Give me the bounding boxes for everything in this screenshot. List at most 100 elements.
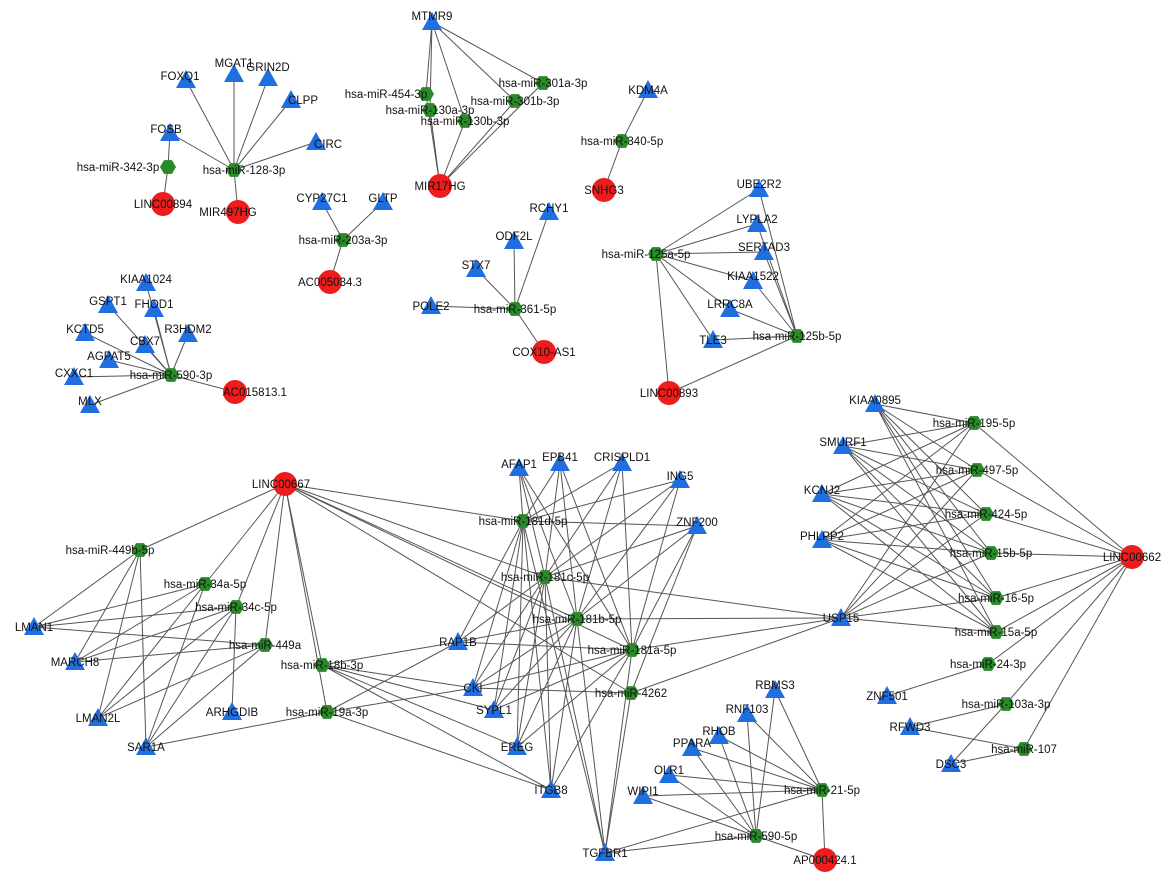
node-hsa-mir-181a-5p: [624, 643, 640, 657]
edge-mir181d-ing5: [522, 479, 681, 522]
node-label-hsa-mir-21-5p: hsa-miR-21-5p: [784, 785, 860, 797]
node-sertad3: [754, 242, 774, 260]
node-label-hsa-mir-301a-3p: hsa-miR-301a-3p: [499, 78, 588, 90]
edge-mir590-5p-rnf103: [746, 713, 757, 837]
node-hsa-mir-107: [1016, 742, 1032, 756]
edge-mir4262-usp15: [630, 617, 842, 694]
edge-phlpp2-mir16: [821, 539, 997, 599]
node-label-grin2d: GRIN2D: [246, 62, 289, 74]
node-kdm4a: [638, 80, 658, 98]
edge-linc00667-mir18b: [284, 483, 323, 666]
node-phlpp2: [812, 530, 832, 548]
edge-mir18b-rap1b: [321, 641, 459, 666]
edge-mir4262-cki: [472, 687, 632, 694]
edge-mir4262-znf200: [630, 525, 698, 694]
node-fhod1: [144, 299, 164, 317]
edge-phlpp2-mir15a: [821, 539, 997, 633]
node-rap1b: [448, 632, 468, 650]
edge-usp15-mir497: [840, 469, 978, 619]
edge-mir590-5p-tgfbr1: [604, 835, 757, 854]
node-znf200: [687, 516, 707, 534]
edge-mir19a-rap1b: [326, 641, 459, 713]
node-label-hsa-mir-181d-5p: hsa-miR-181d-5p: [479, 516, 568, 528]
node-foxq1: [176, 70, 196, 88]
edge-mir125b-ube2r2: [758, 188, 798, 337]
edge-mir590-5p-rhob: [718, 735, 757, 837]
edge-mir34c-lman1: [33, 606, 237, 628]
node-r3hdm2: [178, 324, 198, 342]
node-cki: [463, 678, 483, 696]
edge-mir21-ppara: [691, 747, 823, 791]
node-label-sar1a: SAR1A: [127, 742, 165, 754]
node-label-circ: CIRC: [314, 139, 342, 151]
edge-mir125a-lypla2: [655, 223, 758, 255]
edge-mir181c-epb41: [544, 462, 561, 578]
node-label-hsa-mir-454-3p: hsa-miR-454-3p: [345, 89, 427, 101]
node-label-ing5: ING5: [667, 471, 694, 483]
edge-mir125b-lrrc8a: [729, 308, 798, 337]
node-linc00662: [1120, 545, 1144, 569]
node-hsa-mir-19a-3p: [319, 705, 335, 719]
edge-smurf1-mir195: [842, 422, 975, 447]
node-tle3: [703, 330, 723, 348]
node-lman1: [24, 617, 44, 635]
node-label-cbx7: CBX7: [130, 336, 160, 348]
edge-smurf1-mir15a: [842, 445, 997, 633]
node-mtmr9: [422, 12, 442, 30]
node-rchy1: [539, 202, 559, 220]
edge-mir181b-afap1: [518, 467, 578, 620]
node-label-hsa-mir-130a-3p: hsa-miR-130a-3p: [386, 105, 475, 117]
edge-kiaa0895-mir195: [874, 403, 975, 424]
node-rbms3: [765, 680, 785, 698]
node-mir17hg: [428, 174, 452, 198]
node-label-hsa-mir-19a-3p: hsa-miR-19a-3p: [286, 707, 368, 719]
edge-mir181c-crispld1: [544, 462, 623, 578]
node-label-arhgdib: ARHGDIB: [206, 707, 259, 719]
node-hsa-mir-16-5p: [988, 591, 1004, 605]
node-label-lman2l: LMAN2L: [76, 713, 121, 725]
edge-mir125a-lrrc8a: [655, 253, 731, 310]
edge-kcnj2-mir15b: [821, 493, 992, 554]
label-layer: FOXQ1MGAT1GRIN2DCLPPCIRCFOSBhsa-miR-342-…: [15, 11, 1161, 867]
node-pole2: [421, 296, 441, 314]
node-label-snhg3: SNHG3: [584, 185, 624, 197]
edge-mir181d-crispld1: [522, 462, 623, 522]
edge-mir181d-rap1b: [457, 520, 524, 643]
edge-mir449b-lman1: [33, 549, 141, 628]
edge-linc00662-mir424: [985, 513, 1133, 558]
node-label-hsa-mir-34c-5p: hsa-miR-34c-5p: [195, 602, 277, 614]
node-hsa-mir-130a-3p: [422, 103, 438, 117]
node-label-ppara: PPARA: [673, 738, 711, 750]
edge-mir21-rhob: [718, 735, 823, 791]
node-label-ereg: EREG: [501, 742, 534, 754]
node-cxxc1: [64, 367, 84, 385]
node-sar1a: [136, 737, 156, 755]
edge-mtmr9-mir130b: [431, 21, 466, 122]
node-label-dsc3: DSC3: [936, 759, 967, 771]
edge-mir125a-linc00893: [655, 253, 670, 394]
edge-mir181b-usp15: [576, 617, 842, 620]
edge-mir590-3p-cxxc1: [73, 374, 172, 378]
edge-mir128-fosb: [169, 132, 235, 171]
node-label-hsa-mir-340-5p: hsa-miR-340-5p: [581, 136, 663, 148]
edge-mir181b-crispld1: [576, 462, 623, 620]
edge-usp15-mir195: [840, 422, 975, 619]
node-label-cyp27c1: CYP27C1: [296, 193, 347, 205]
node-hsa-mir-24-3p: [980, 657, 996, 671]
edge-linc00662-mir24: [987, 556, 1133, 665]
edge-mir18b-sypl1: [321, 664, 495, 711]
edge-usp15-mir15a: [840, 617, 997, 633]
edge-linc00662-mir497: [976, 469, 1133, 558]
node-grin2d: [258, 68, 278, 86]
node-hsa-mir-130b-3p: [457, 114, 473, 128]
node-label-hsa-mir-130b-3p: hsa-miR-130b-3p: [421, 116, 510, 128]
edge-mir125a-ube2r2: [655, 188, 760, 255]
node-rnf103: [737, 704, 757, 722]
node-label-hsa-mir-181b-5p: hsa-miR-181b-5p: [533, 614, 622, 626]
node-label-sypl1: SYPL1: [476, 705, 512, 717]
node-kcnj2: [812, 484, 832, 502]
node-label-hsa-mir-361-5p: hsa-miR-361-5p: [474, 304, 556, 316]
edge-mir181b-cki: [472, 618, 578, 689]
edge-kcnj2-mir195: [821, 422, 975, 495]
node-ac005034-3: [318, 270, 342, 294]
